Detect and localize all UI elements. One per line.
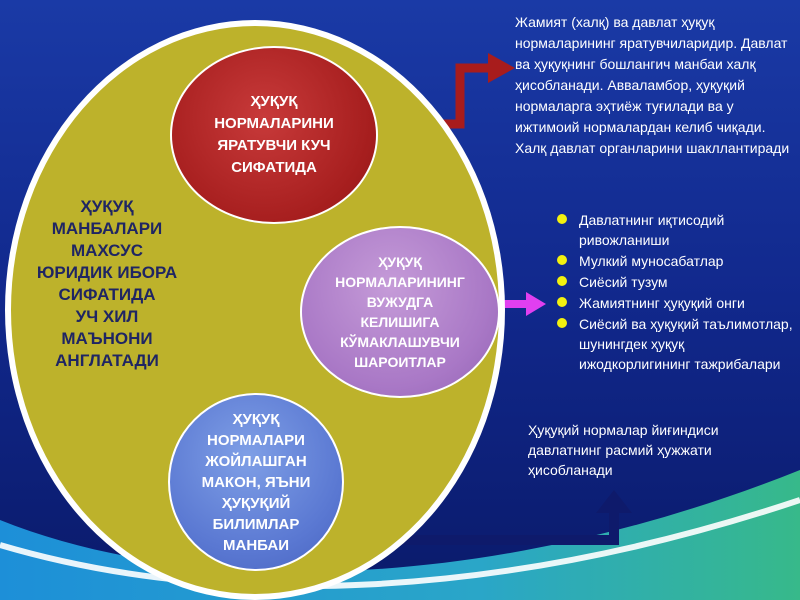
list-item: Давлатнинг иқтисодий ривожланиши (555, 210, 795, 250)
purple-connector-arrow (500, 300, 528, 308)
law-creating-force-text: ҲУҚУҚ НОРМАЛАРИНИ ЯРАТУВЧИ КУЧ СИФАТИДА (214, 93, 334, 176)
list-item-text-continued: ривожланиши (579, 232, 670, 248)
bullet-icon (557, 214, 567, 224)
list-item-text: Мулкий муносабатлар (579, 253, 724, 269)
bottom-wave-highlight (0, 497, 800, 590)
list-item: Жамиятнинг ҳуқуқий онги (555, 293, 795, 313)
list-item-text: Жамиятнинг ҳуқуқий онги (579, 295, 745, 311)
list-item: Мулкий муносабатлар (555, 251, 795, 271)
navy-arrow-head (596, 490, 632, 513)
bullet-icon (557, 255, 567, 265)
law-creating-force-circle: ҲУҚУҚ НОРМАЛАРИНИ ЯРАТУВЧИ КУЧ СИФАТИДА (170, 46, 378, 224)
main-label: ҲУҚУҚ МАНБАЛАРИ МАХСУС ЮРИДИК ИБОРА СИФА… (36, 197, 178, 370)
law-creators-description: Жамият (халқ) ва давлат ҳуқуқ нормаларин… (515, 14, 790, 156)
legal-knowledge-source-text: ҲУҚУҚ НОРМАЛАРИ ЖОЙЛАШГАН МАКОН, ЯЪНИ ҲУ… (201, 410, 311, 554)
list-item: Сиёсий ва ҳуқуқий таълимотлар, шунингдек… (555, 314, 795, 374)
list-item-text: Сиёсий тузум (579, 274, 668, 290)
conditions-list: Давлатнинг иқтисодий ривожланиши Мулкий м… (555, 210, 795, 375)
red-arrow-head (488, 53, 515, 83)
navy-connector-arrow (338, 510, 619, 545)
bullet-icon (557, 276, 567, 286)
conditions-text: ҲУҚУҚ НОРМАЛАРИНИНГ ВУЖУДГА КЕЛИШИГА КЎМ… (335, 254, 465, 370)
legal-norms-description: Ҳуқуқий нормалар йиғиндиси давлатнинг ра… (528, 422, 719, 478)
bullet-icon (557, 297, 567, 307)
purple-arrow-head (526, 292, 546, 316)
list-item-text: Давлатнинг иқтисодий (579, 212, 725, 228)
conditions-circle: ҲУҚУҚ НОРМАЛАРИНИНГ ВУЖУДГА КЕЛИШИГА КЎМ… (300, 226, 500, 398)
legal-knowledge-source-circle: ҲУҚУҚ НОРМАЛАРИ ЖОЙЛАШГАН МАКОН, ЯЪНИ ҲУ… (168, 393, 344, 571)
bullet-icon (557, 318, 567, 328)
list-item: Сиёсий тузум (555, 272, 795, 292)
list-item-text: Сиёсий ва ҳуқуқий таълимотлар, шунингдек… (579, 316, 793, 372)
